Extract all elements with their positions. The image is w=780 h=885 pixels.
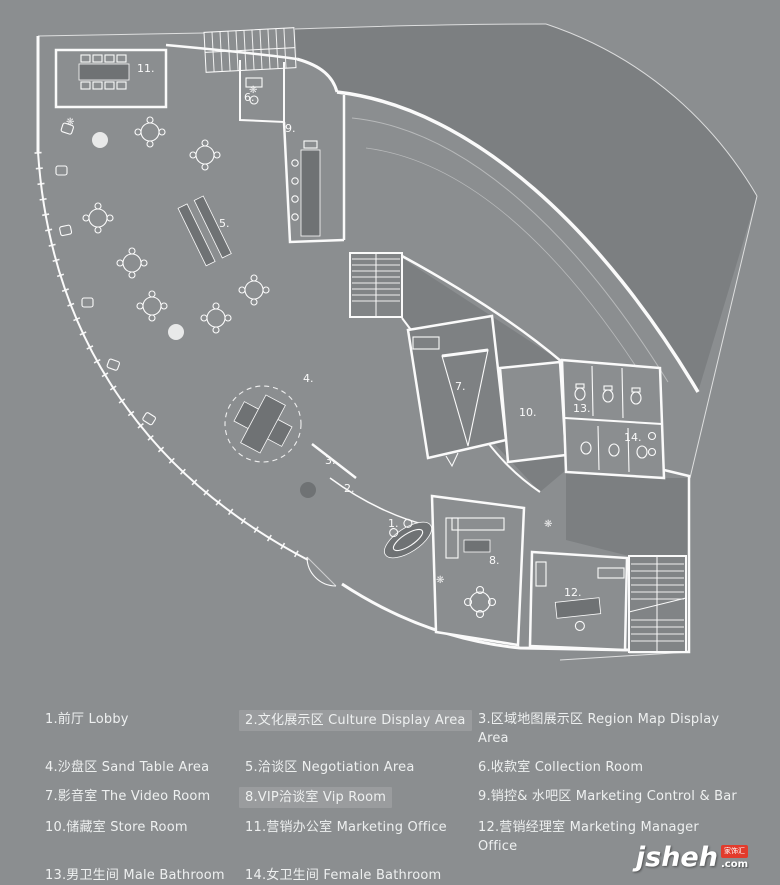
round-table (134, 116, 166, 148)
room-number-labels: 1. 2. 3. 4. 5. 6. 7. 8. 9. 10. 11. 12. 1… (137, 62, 642, 599)
room-number-1: 1. (388, 517, 399, 530)
legend-item-1: 1.前厅 Lobby (45, 712, 129, 727)
long-display-table (177, 195, 232, 267)
legend-item-12: 12.营销经理室 Marketing Manager Office (478, 820, 699, 854)
room-number-12: 12. (564, 586, 582, 599)
round-table (189, 139, 221, 171)
room-number-5: 5. (219, 217, 230, 230)
entrance-doors (306, 556, 337, 587)
sand-table (224, 385, 302, 463)
room-12-manager-office (528, 550, 629, 652)
right-staircase (628, 555, 687, 653)
legend-item-7: 7.影音室 The Video Room (45, 789, 211, 804)
room-number-8: 8. (489, 554, 500, 567)
room-number-2: 2. (344, 482, 355, 495)
legend-item-9: 9.销控& 水吧区 Marketing Control & Bar (478, 789, 737, 804)
svg-text:❋: ❋ (436, 575, 444, 586)
legend-item-14: 14.女卫生间 Female Bathroom (245, 868, 442, 883)
round-table (200, 302, 232, 334)
watermark-logo: jsheh 家饰汇 .com (636, 843, 748, 873)
reception-desk (384, 518, 432, 559)
plants: ❋ ❋ ❋ ❋ (66, 85, 552, 586)
legend-item-11: 11.营销办公室 Marketing Office (245, 820, 447, 835)
building-walls (34, 36, 700, 654)
site-dark-wedge (295, 24, 757, 392)
legend-item-6: 6.收款室 Collection Room (478, 760, 644, 775)
direction-symbol (445, 452, 459, 468)
legend-item-13: 13.男卫生间 Male Bathroom (45, 868, 225, 883)
floor-plan-drawing: ❋ ❋ ❋ ❋ 1. 2. 3. 4. 5. 6. 7. 8. 9. 10. 1… (34, 23, 758, 661)
column (92, 132, 108, 148)
room-number-14: 14. (624, 431, 642, 444)
bathrooms (560, 358, 666, 480)
floor-plan: ❋ ❋ ❋ ❋ 1. 2. 3. 4. 5. 6. 7. 8. 9. 10. 1… (34, 23, 758, 661)
svg-text:❋: ❋ (544, 519, 552, 530)
room-number-7: 7. (455, 380, 466, 393)
round-table (238, 274, 270, 306)
showroom-furniture (55, 116, 316, 498)
round-table (116, 247, 148, 279)
room-number-3: 3. (325, 454, 336, 467)
room-number-4: 4. (303, 372, 314, 385)
watermark-name: jsheh (635, 842, 718, 873)
top-stairs (203, 27, 297, 73)
room-11-marketing-office (54, 48, 168, 109)
round-table (136, 290, 168, 322)
collection-room-fixtures (245, 77, 263, 105)
legend-item-2: 2.文化展示区 Culture Display Area (239, 710, 478, 748)
legend-item-4: 4.沙盘区 Sand Table Area (45, 760, 210, 775)
room-number-10: 10. (519, 406, 537, 419)
round-table (82, 202, 114, 234)
room-number-6: 6. (244, 91, 255, 104)
room-8-vip-room (430, 494, 526, 647)
room-number-11: 11. (137, 62, 155, 75)
room-number-9: 9. (285, 122, 296, 135)
mid-stairwell (349, 252, 403, 318)
legend-item-5: 5.洽谈区 Negotiation Area (245, 760, 415, 775)
watermark-badge: 家饰汇 (720, 845, 748, 858)
svg-text:❋: ❋ (249, 85, 257, 96)
legend: 1.前厅 Lobby 2.文化展示区 Culture Display Area … (45, 710, 745, 885)
column (168, 324, 184, 340)
svg-text:❋: ❋ (66, 117, 74, 128)
bar-counter (291, 140, 321, 237)
legend-item-8: 8.VIP洽谈室 Vip Room (239, 787, 478, 808)
room-number-13: 13. (573, 402, 591, 415)
legend-item-3: 3.区域地图展示区 Region Map Display Area (478, 712, 720, 746)
watermark-tld: .com (720, 859, 748, 870)
legend-item-10: 10.储藏室 Store Room (45, 820, 188, 835)
column (300, 482, 316, 498)
